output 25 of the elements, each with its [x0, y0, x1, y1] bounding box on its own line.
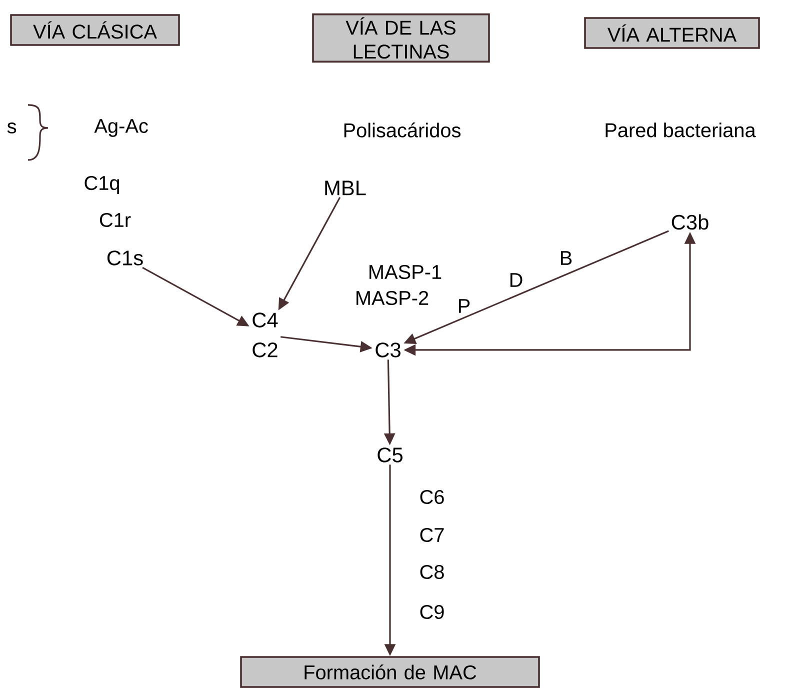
label: MASP-2 [356, 290, 428, 306]
label: D [510, 273, 522, 287]
label: Pared bacteriana [606, 122, 756, 138]
component-label: C1s [107, 250, 143, 266]
label: P [459, 299, 470, 313]
label: Polisacáridos [344, 122, 460, 138]
label: C1r [100, 212, 131, 228]
label: B [561, 251, 572, 265]
component-label: MBL [325, 180, 366, 196]
component-label: C3b [672, 214, 708, 230]
result-box: Formación de MAC [240, 656, 540, 688]
pathway-box: VÍA DE LAS LECTINAS [312, 13, 490, 63]
label: Ag-Ac [94, 119, 148, 137]
label: C8 [420, 564, 444, 580]
label: s [7, 122, 16, 134]
pathway-box: VÍA CLÁSICA [10, 14, 180, 46]
label: C1q [84, 176, 119, 194]
label: C6 [420, 490, 444, 504]
component-label: C5 [378, 448, 402, 462]
label: C9 [420, 604, 444, 620]
label: C7 [420, 528, 444, 542]
label: MASP-1 [370, 264, 442, 280]
component-label: C3 [376, 342, 400, 358]
component-label: C4 C2 [252, 312, 278, 358]
pathway-box: VÍA ALTERNA [584, 17, 760, 49]
